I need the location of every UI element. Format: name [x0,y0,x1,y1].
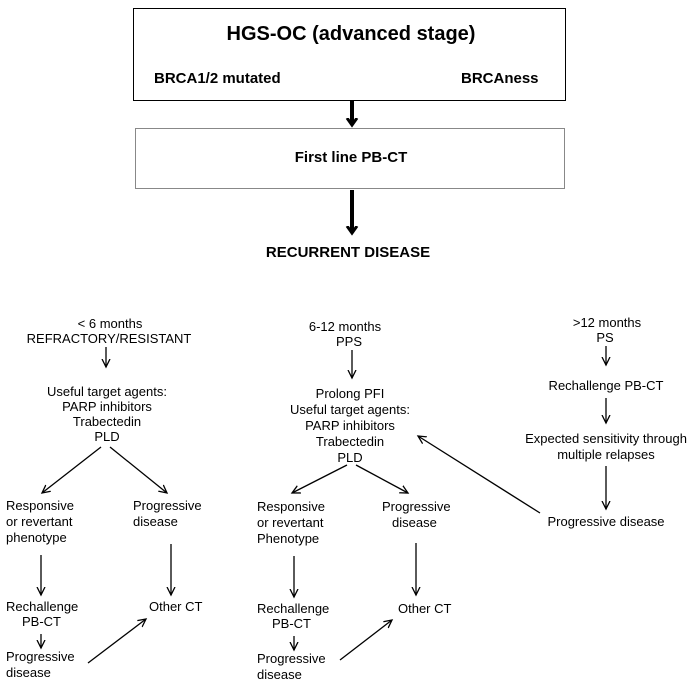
left-rechallenge: Rechallenge [6,599,79,614]
left-agent: PLD [94,429,120,444]
mid-rechallenge: Rechallenge [257,601,330,616]
left-agents-heading: Useful target agents: [47,384,167,399]
mid-agents: PARP inhibitors [305,418,395,433]
mid-agents: Useful target agents: [290,402,410,417]
brca-mutated-label: BRCA1/2 mutated [154,70,281,87]
first-line-box [135,128,565,189]
mid-time: 6-12 months [308,319,382,334]
arrow-left-split-b [109,446,167,493]
arrow-left-split-a [42,446,102,493]
mid-responsive: Phenotype [257,531,320,546]
right-time: >12 months [572,315,642,330]
left-status: REFRACTORY/RESISTANT [26,331,192,346]
mid-responsive: Responsive [257,499,325,514]
mid-other-ct: Other CT [398,601,452,616]
left-progressive-2: Progressive [6,649,75,664]
right-expected: Expected sensitivity through [525,431,687,446]
right-rechallenge: Rechallenge PB-CT [548,378,664,393]
mid-status: PPS [335,334,363,349]
right-status: PS [596,330,614,345]
left-agent: PARP inhibitors [62,399,152,414]
left-responsive: phenotype [6,530,67,545]
right-expected: multiple relapses [557,447,655,462]
mid-progressive: disease [392,515,437,530]
left-responsive: Responsive [6,498,74,513]
arrow-mid-to-other [339,620,392,661]
mid-rechallenge: PB-CT [272,616,311,631]
arrow-right-back [418,436,541,514]
mid-progressive-2: Progressive [257,651,326,666]
mid-progressive-2: disease [257,667,302,682]
left-progressive: Progressive [133,498,202,513]
hgs-oc-box [133,8,566,101]
mid-responsive: or revertant [257,515,324,530]
mid-agents: Prolong PFI [315,386,385,401]
left-responsive: or revertant [6,514,73,529]
arrow-mid-split-b [355,464,408,493]
first-line-label: First line PB-CT [294,149,408,166]
mid-agents: PLD [337,450,363,465]
arrow-mid-split-a [292,464,348,493]
mid-progressive: Progressive [382,499,451,514]
arrow-left-to-other [87,619,146,664]
left-time: < 6 months [77,316,143,331]
brcaness-label: BRCAness [461,70,539,87]
left-agent: Trabectedin [72,414,142,429]
mid-agents: Trabectedin [315,434,385,449]
left-rechallenge: PB-CT [22,614,61,629]
left-progressive: disease [133,514,178,529]
right-progressive: Progressive disease [547,514,665,529]
left-other-ct: Other CT [149,599,203,614]
left-progressive-2: disease [6,665,51,680]
page-title: HGS-OC (advanced stage) [226,23,476,45]
recurrent-disease-label: RECURRENT DISEASE [265,244,431,261]
